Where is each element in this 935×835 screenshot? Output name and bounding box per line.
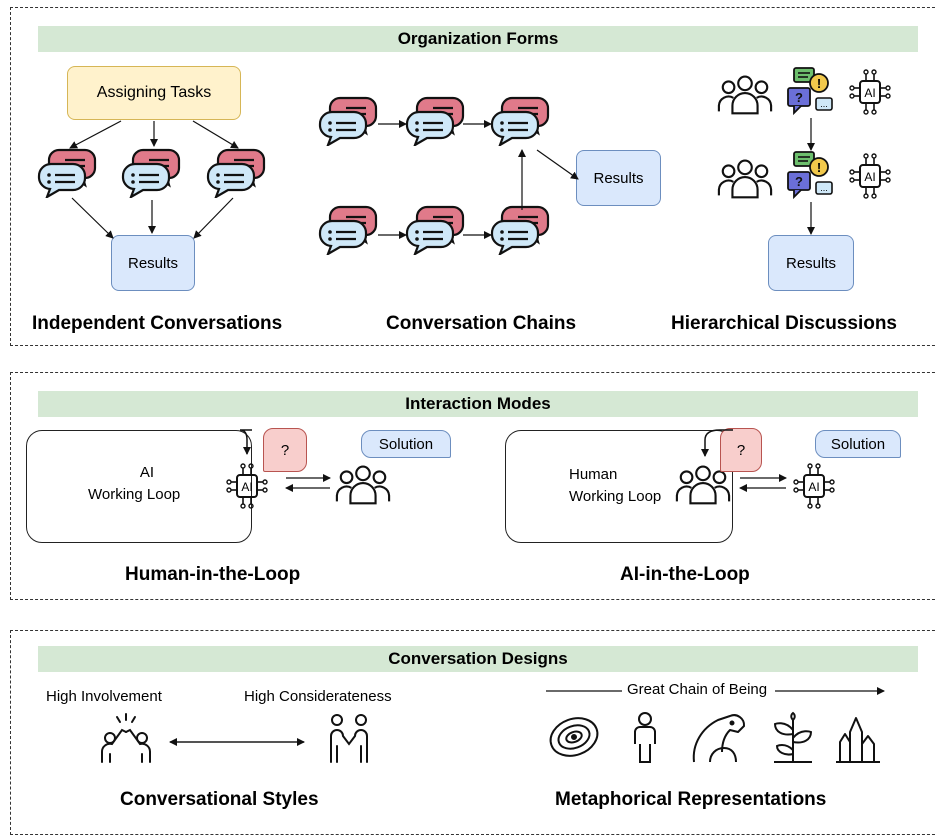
great-chain-of-being-label: Great Chain of Being — [624, 681, 771, 698]
results-box-hierarchical: Results — [768, 235, 854, 291]
high-involvement-label: High Involvement — [46, 688, 162, 705]
handshake-icon — [330, 714, 368, 763]
crystal-icon — [836, 717, 880, 763]
human-working-loop — [505, 430, 733, 543]
interaction-modes-panel — [10, 372, 935, 600]
person-icon — [634, 712, 656, 763]
plant-icon — [773, 711, 813, 763]
conversational-styles-label: Conversational Styles — [120, 789, 319, 810]
question-bubble: ? — [263, 428, 307, 472]
human-working-loop-line1: Human — [569, 466, 618, 483]
results-box-independent: Results — [111, 235, 195, 291]
independent-conversations-label: Independent Conversations — [32, 313, 283, 334]
conversation-chains-label: Conversation Chains — [386, 313, 577, 334]
organization-forms-title: Organization Forms — [38, 26, 918, 52]
human-in-the-loop-label: Human-in-the-Loop — [125, 564, 301, 585]
animals-icon — [692, 714, 746, 763]
galaxy-icon — [549, 717, 599, 757]
ai-in-the-loop-label: AI-in-the-Loop — [620, 564, 750, 585]
assigning-tasks-box: Assigning Tasks — [67, 66, 241, 120]
hierarchical-discussions-label: Hierarchical Discussions — [671, 313, 897, 334]
high-five-icon — [101, 713, 151, 763]
human-working-loop-line2: Working Loop — [569, 488, 662, 505]
organization-forms-panel — [10, 7, 935, 346]
solution-bubble: Solution — [361, 430, 451, 458]
interaction-modes-title: Interaction Modes — [38, 391, 918, 417]
metaphorical-representations-label: Metaphorical Representations — [555, 789, 827, 810]
solution-bubble: Solution — [815, 430, 901, 458]
ai-working-loop-line1: AI — [139, 464, 155, 481]
conversation-designs-title: Conversation Designs — [38, 646, 918, 672]
ai-working-loop-line2: Working Loop — [88, 486, 181, 503]
high-considerateness-label: High Considerateness — [244, 688, 392, 705]
question-bubble: ? — [720, 428, 762, 472]
